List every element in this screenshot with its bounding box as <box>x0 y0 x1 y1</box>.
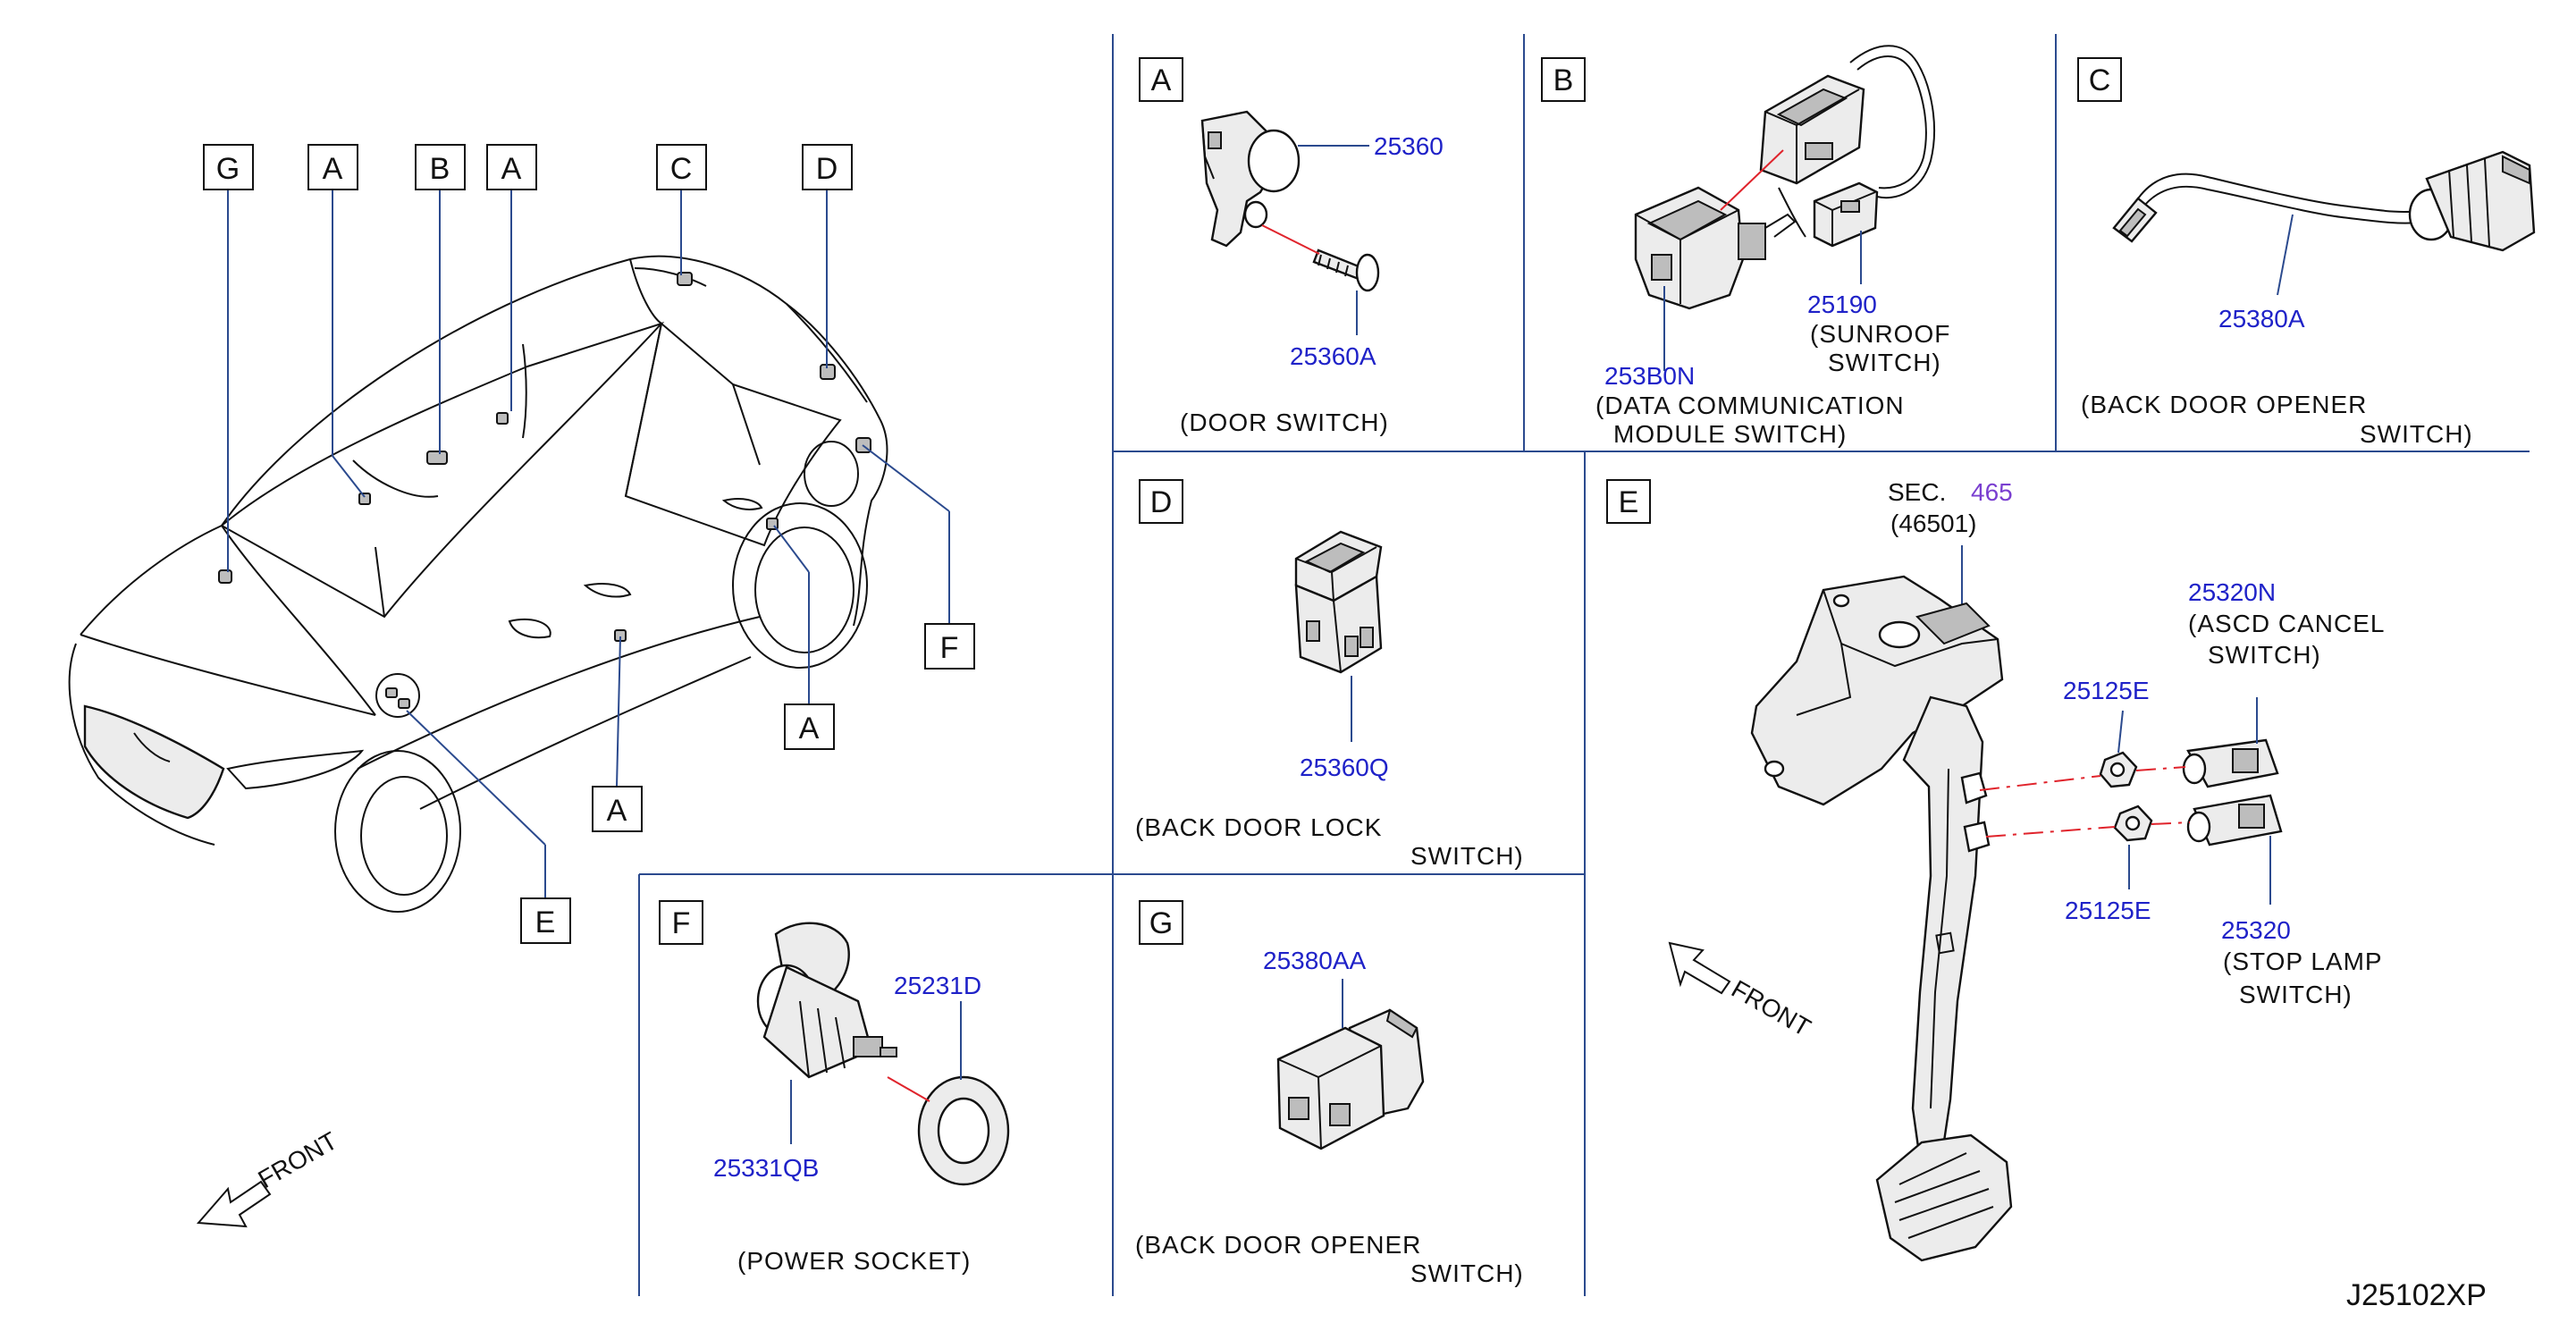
part-number: 25190 <box>1807 291 1877 318</box>
panel-B-data-communication-module: B 253B0N <box>1541 45 1950 448</box>
vehicle-body-illustration <box>68 255 888 913</box>
drawing-code: J25102XP <box>2346 1278 2487 1312</box>
panel-letter: G <box>1149 906 1173 940</box>
part-caption-line: (BACK DOOR OPENER <box>2081 391 2367 418</box>
vehicle-overview: G A B A C D F A <box>68 144 975 1228</box>
panel-letter: E <box>1619 485 1639 519</box>
part-name-line: (ASCD CANCEL <box>2188 610 2385 637</box>
callout-label: A <box>799 712 820 746</box>
part-name-line: SWITCH) <box>1828 349 1941 376</box>
overview-callout-A: A <box>592 786 643 832</box>
screw-part <box>1312 249 1380 292</box>
opener-switch-part <box>1276 1008 1425 1150</box>
part-caption-line: (BACK DOOR LOCK <box>1135 813 1382 841</box>
clip-nut-part-upper <box>2099 751 2138 788</box>
section-number: 465 <box>1971 478 2013 506</box>
part-caption-line: SWITCH) <box>2360 420 2473 448</box>
overview-callout-B: B <box>415 144 466 190</box>
opener-harness-part <box>2112 150 2536 252</box>
section-subtitle: (46501) <box>1890 510 1977 537</box>
part-caption-line: SWITCH) <box>1410 842 1524 870</box>
overview-callout-E: E <box>520 897 571 944</box>
front-arrow-icon: FRONT <box>196 1126 342 1228</box>
part-number: 25380A <box>2218 305 2305 333</box>
part-number: 25380AA <box>1263 947 1367 974</box>
part-number: 25320 <box>2221 916 2291 944</box>
callout-label: A <box>607 794 627 828</box>
part-caption: (POWER SOCKET) <box>737 1247 971 1275</box>
section-prefix: SEC. <box>1888 478 1946 506</box>
panel-letter: A <box>1151 63 1172 97</box>
callout-label: C <box>670 152 693 186</box>
overview-leader-lines <box>227 190 950 898</box>
part-number: 253B0N <box>1604 362 1695 390</box>
panel-letter: D <box>1150 485 1173 519</box>
callout-label: B <box>430 152 450 186</box>
part-name-line: SWITCH) <box>2239 981 2353 1008</box>
part-name-line: (DATA COMMUNICATION <box>1595 392 1905 419</box>
door-switch-part <box>1200 110 1301 248</box>
panel-letter: F <box>672 906 691 940</box>
overview-callout-G: G <box>203 144 254 190</box>
sunroof-connector-part <box>1813 181 1879 248</box>
panel-F-power-socket: F 25231D 25331QB (POWER SOCKET) <box>659 900 1010 1275</box>
front-label: FRONT <box>254 1126 342 1193</box>
part-number: 25320N <box>2188 578 2276 606</box>
socket-ring-part <box>917 1075 1010 1186</box>
power-socket-part <box>756 922 897 1079</box>
lock-switch-part <box>1294 530 1383 674</box>
data-communication-switch-part <box>1634 186 1797 310</box>
brake-pedal-arm-part <box>1875 695 2013 1262</box>
front-label: FRONT <box>1727 974 1815 1041</box>
callout-label: G <box>216 152 240 186</box>
panel-dividers <box>638 34 2530 1296</box>
overview-callout-F: F <box>924 623 975 670</box>
part-name-line: MODULE SWITCH) <box>1613 420 1847 448</box>
sunroof-switch-module-part <box>1759 74 1865 185</box>
part-number: 25360A <box>1290 342 1376 370</box>
callout-label: D <box>816 152 838 186</box>
pedal-bracket-part <box>1750 575 2004 806</box>
ascd-cancel-switch-part <box>2182 738 2279 788</box>
panel-letter: B <box>1553 63 1574 97</box>
part-caption: (DOOR SWITCH) <box>1180 409 1389 436</box>
overview-callout-A: A <box>486 144 537 190</box>
part-number: 25231D <box>894 972 981 999</box>
part-name-line: (SUNROOF <box>1810 320 1950 348</box>
panel-letter: C <box>2089 63 2111 97</box>
part-number: 25360 <box>1374 132 1444 160</box>
panel-C-back-door-opener-switch: C 25380A (BACK DOOR OPENER SWITCH) <box>2077 57 2536 448</box>
panel-G-back-door-opener-switch: G 25380AA (BACK DOOR OPENER SWITCH) <box>1135 900 1524 1287</box>
clip-nut-part-lower <box>2113 804 2153 842</box>
part-caption-line: (BACK DOOR OPENER <box>1135 1231 1421 1259</box>
overview-callout-A: A <box>307 144 358 190</box>
overview-callout-D: D <box>802 144 853 190</box>
part-name-line: SWITCH) <box>2208 641 2321 669</box>
callout-label: E <box>535 906 556 939</box>
callout-label: F <box>940 631 959 665</box>
panel-E-brake-pedal-switches: E SEC. 465 (46501) <box>1606 478 2385 1262</box>
part-caption-line: SWITCH) <box>1410 1259 1524 1287</box>
part-number: 25360Q <box>1300 754 1389 781</box>
panel-A-door-switch: A 25360 25360A (DOOR SWITCH) <box>1139 57 1444 436</box>
panel-D-back-door-lock-switch: D 25360Q (BACK DOOR LOCK SWITCH) <box>1135 479 1524 870</box>
part-number: 25125E <box>2063 677 2150 704</box>
callout-label: A <box>501 152 522 186</box>
overview-callout-C: C <box>656 144 707 190</box>
part-number: 25331QB <box>713 1154 819 1182</box>
part-name-line: (STOP LAMP <box>2223 948 2383 975</box>
callout-label: A <box>323 152 343 186</box>
overview-callout-A: A <box>784 703 835 750</box>
front-arrow-icon: FRONT <box>1668 941 1815 1041</box>
stop-lamp-switch-part <box>2186 794 2283 847</box>
part-number: 25125E <box>2065 897 2151 924</box>
